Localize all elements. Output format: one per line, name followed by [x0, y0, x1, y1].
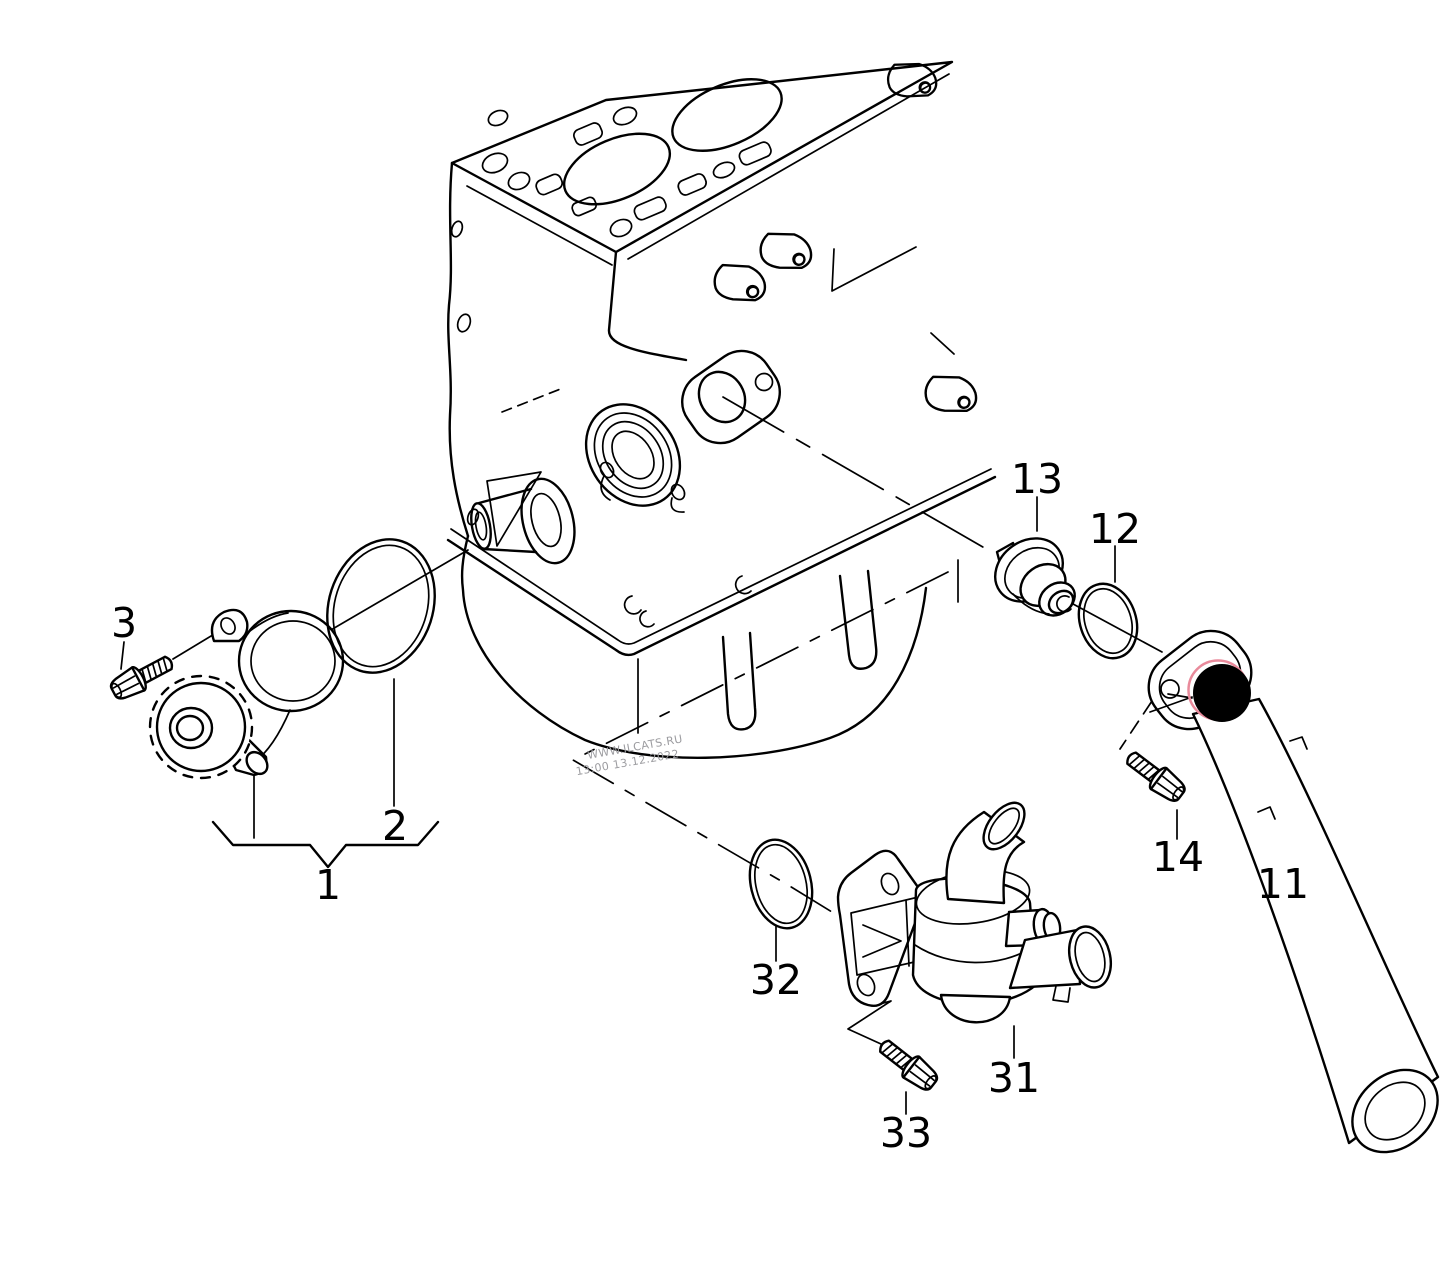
left-face-edge [447, 161, 470, 538]
pump-gear-teeth [148, 674, 254, 780]
boss-cone-2 [710, 259, 770, 306]
callout-labels: 3 2 1 13 12 14 11 32 31 33 [111, 455, 1309, 1157]
front-corner-edge [607, 250, 688, 362]
right-face-lines [831, 246, 955, 355]
o-ring-12 [1077, 582, 1139, 660]
highlight-dot [1193, 664, 1251, 722]
callout-3: 3 [111, 599, 137, 647]
callout-13: 13 [1011, 455, 1063, 503]
cylinder-bore-2 [671, 78, 783, 152]
outlet-end-outer [1067, 925, 1113, 989]
leader-to-13 [722, 396, 996, 555]
outlet-end-inner [1074, 931, 1106, 983]
coolant-flange-11 [1147, 629, 1440, 1154]
cylinder-bore-1 [562, 132, 672, 206]
callout-line-3 [120, 641, 125, 670]
pump-ear-hole [220, 617, 236, 635]
callout-2: 2 [382, 802, 408, 850]
callout-12: 12 [1089, 505, 1141, 553]
flange-ear-hole [1160, 679, 1180, 699]
pump-seat-dome [584, 403, 686, 513]
pan-body [460, 534, 928, 759]
housing-flange-hole-top [880, 872, 900, 896]
deck-outline [450, 60, 954, 254]
pump-back-ring [250, 620, 336, 702]
housing-dome [939, 993, 1012, 1024]
pipe-end-inner [1364, 1081, 1426, 1141]
thermostat-13 [994, 537, 1076, 617]
outlet-clip [1052, 985, 1071, 1003]
flange-pointer [1149, 693, 1193, 713]
boss-cone-1 [757, 228, 815, 274]
leader-bolt-33-axis [847, 1000, 892, 1045]
thermostat-housing-31 [836, 801, 1113, 1024]
bolt-33 [873, 1032, 943, 1096]
deck-chamfer-lines [466, 73, 950, 266]
callout-31: 31 [988, 1054, 1040, 1102]
pump-mount-ear [210, 608, 249, 643]
pipe-end-outer [1351, 1068, 1439, 1154]
pan-slot-1 [721, 631, 757, 731]
callout-14: 14 [1152, 833, 1204, 881]
casting-curls [623, 575, 752, 628]
deck-holes [481, 106, 772, 238]
water-pump [148, 608, 345, 780]
thermostat-clip [1056, 595, 1072, 613]
callout-11: 11 [1257, 860, 1309, 908]
watermark: WWW.ILCATS.RU 13:00 13.12.2022 [575, 732, 684, 778]
o-ring-2 [326, 538, 436, 674]
bracket-1 [211, 820, 440, 869]
boss-cone-3 [922, 371, 980, 417]
pan-slot-2 [838, 569, 878, 670]
bolt-14 [1120, 744, 1191, 808]
pump-hub-inner [175, 714, 205, 742]
housing-outlet-pipe [1008, 928, 1082, 990]
pump-gear-face [155, 681, 247, 773]
pan-rail-inner [450, 468, 992, 645]
o-ring-32 [748, 838, 814, 930]
elbow-opening-inner [988, 807, 1020, 845]
elbow-opening-outer [982, 801, 1026, 851]
pump-stub-cap [245, 750, 269, 776]
callout-1: 1 [315, 861, 341, 909]
pump-stud-boss [470, 477, 576, 565]
engine-block-drawing [446, 60, 997, 759]
callout-33: 33 [880, 1109, 932, 1157]
pan-rail-outer [446, 475, 997, 657]
pocket-lines [486, 471, 542, 547]
leader-lines [120, 396, 1282, 1115]
thermostat-seat-flange [681, 349, 781, 445]
leader-to-32-31 [572, 571, 949, 929]
callout-32: 32 [750, 956, 802, 1004]
construction-dash [501, 387, 564, 413]
pipe-clips [1257, 736, 1308, 820]
housing-flange [836, 849, 925, 1007]
housing-flange-hole-bottom [856, 973, 876, 997]
